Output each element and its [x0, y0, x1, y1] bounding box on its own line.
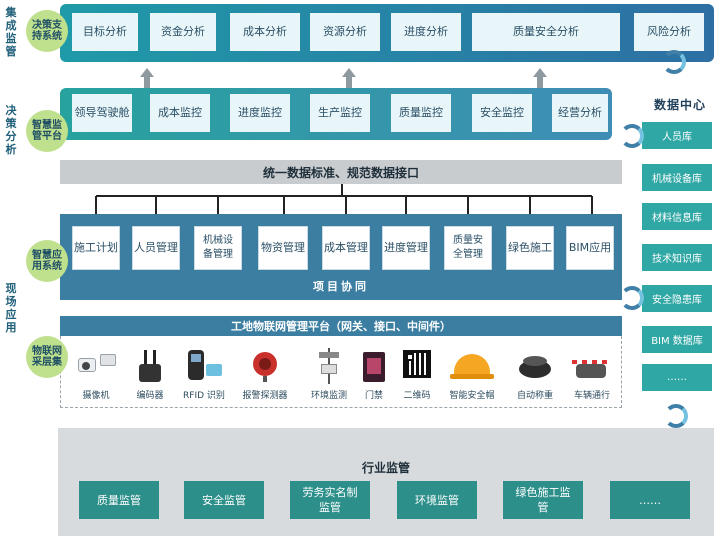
smart-app-label: 智慧应用系统	[26, 240, 68, 282]
data-center-item-machinery: 机械设备库	[642, 164, 712, 191]
app-item-cost: 成本管理	[322, 226, 370, 270]
device-label: 车辆通行	[573, 391, 610, 401]
access-gate-icon	[350, 348, 398, 384]
app-item-progress: 进度管理	[382, 226, 430, 270]
device-label: 摄像机	[82, 391, 110, 401]
smart-monitor-label: 智慧监管平台	[26, 110, 68, 152]
environment-monitor-icon	[305, 348, 353, 384]
industry-supervision-title: 行业监管	[361, 461, 410, 475]
app-item-personnel: 人员管理	[132, 226, 180, 270]
analysis-item-progress: 进度分析	[391, 13, 461, 51]
up-arrow-icon	[342, 68, 356, 88]
data-center-item-hazard: 安全隐患库	[642, 285, 712, 312]
device-environment: 环境监测	[297, 348, 361, 401]
analysis-item-cost: 成本分析	[230, 13, 300, 51]
industry-item-quality: 质量监管	[79, 481, 159, 519]
industry-supervision-layer	[58, 428, 714, 536]
device-weighing: 自动称重	[503, 348, 567, 401]
device-label: 编码器	[136, 391, 164, 401]
up-arrow-icon	[140, 68, 154, 88]
analysis-item-goal: 目标分析	[72, 13, 138, 51]
app-item-construction-plan: 施工计划	[72, 226, 120, 270]
device-rfid: RFID 识别	[172, 348, 236, 401]
app-item-materials: 物资管理	[258, 226, 308, 270]
monitor-item-business: 经营分析	[552, 94, 608, 132]
device-label: 二维码	[403, 391, 431, 401]
weighing-scale-icon	[511, 348, 559, 384]
label-integrated: 集成监管	[5, 6, 17, 58]
monitor-item-progress: 进度监控	[230, 94, 290, 132]
monitor-item-dashboard: 领导驾驶舱	[72, 94, 132, 132]
device-label: 门禁	[364, 391, 383, 401]
device-label: RFID 识别	[183, 391, 225, 401]
analysis-item-funds: 资金分析	[150, 13, 216, 51]
device-camera: 摄像机	[64, 348, 128, 401]
analysis-item-resource: 资源分析	[310, 13, 380, 51]
monitor-item-safety: 安全监控	[472, 94, 532, 132]
device-alarm: 报警探测器	[233, 348, 297, 401]
industry-item-more: ……	[610, 481, 690, 519]
device-label: 环境监测	[310, 391, 347, 401]
app-item-machinery: 机械设备管理	[194, 226, 242, 270]
industry-item-green: 绿色施工监管	[503, 481, 583, 519]
sync-cycle-icon	[620, 286, 644, 310]
data-center-item-bim: BIM 数据库	[642, 326, 712, 353]
app-item-green: 绿色施工	[506, 226, 554, 270]
encoder-icon	[126, 348, 174, 384]
monitor-item-quality: 质量监控	[391, 94, 451, 132]
device-label: 自动称重	[516, 391, 553, 401]
analysis-item-quality-safety: 质量安全分析	[472, 13, 620, 51]
industry-item-safety: 安全监管	[184, 481, 264, 519]
unified-interface-bar: 统一数据标准、规范数据接口	[60, 160, 622, 184]
device-label: 智能安全帽	[449, 391, 495, 401]
data-center-item-materials: 材料信息库	[642, 203, 712, 230]
camera-icon	[72, 348, 120, 384]
analysis-item-risk: 风险分析	[634, 13, 704, 51]
app-item-quality-safety: 质量安全管理	[444, 226, 492, 270]
device-label: 报警探测器	[242, 391, 288, 401]
label-decision: 决策分析	[5, 104, 17, 156]
data-center-item-more: ……	[642, 364, 712, 391]
monitor-item-production: 生产监控	[310, 94, 370, 132]
safety-helmet-icon	[448, 348, 496, 384]
device-access: 门禁	[342, 348, 406, 401]
project-collaboration-label: 项目协同	[313, 280, 369, 293]
monitor-item-cost: 成本监控	[150, 94, 210, 132]
device-qrcode: 二维码	[385, 348, 449, 401]
label-site: 现场应用	[5, 282, 17, 334]
device-vehicle: 车辆通行	[560, 348, 624, 401]
sync-cycle-icon	[662, 50, 686, 74]
iot-platform-bar: 工地物联网管理平台（网关、接口、中间件）	[60, 316, 622, 336]
device-helmet: 智能安全帽	[440, 348, 504, 401]
decision-support-label: 决策支持系统	[26, 10, 68, 52]
iot-label: 物联网采层集	[26, 336, 68, 378]
sync-cycle-icon	[620, 124, 644, 148]
alarm-detector-icon	[241, 348, 289, 384]
rfid-reader-icon	[180, 348, 228, 384]
data-center-item-personnel: 人员库	[642, 122, 712, 149]
vehicle-barrier-icon	[568, 348, 616, 384]
qr-code-icon	[393, 348, 441, 384]
data-center-item-knowledge: 技术知识库	[642, 244, 712, 271]
sync-cycle-icon	[664, 404, 688, 428]
industry-item-labor: 劳务实名制监管	[290, 481, 370, 519]
app-item-bim: BIM应用	[566, 226, 614, 270]
data-center-title: 数据中心	[653, 98, 706, 112]
device-encoder: 编码器	[118, 348, 182, 401]
industry-item-environment: 环境监管	[397, 481, 477, 519]
up-arrow-icon	[533, 68, 547, 88]
